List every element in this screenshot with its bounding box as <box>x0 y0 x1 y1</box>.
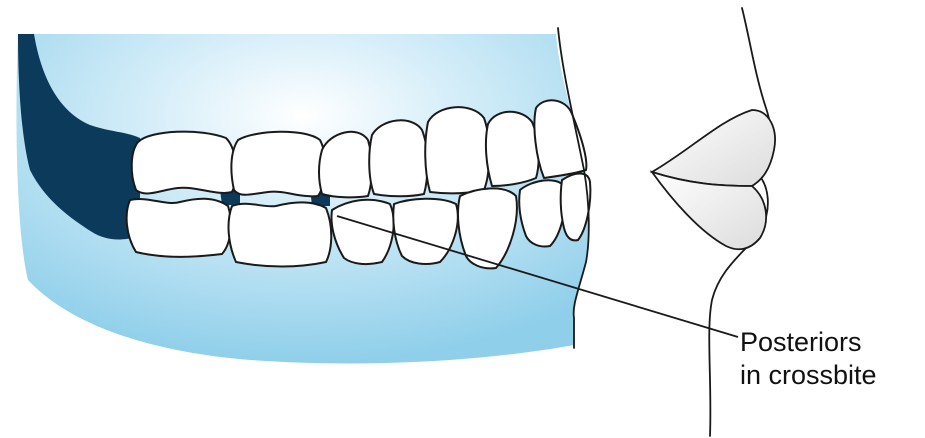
upper-molar-2 <box>231 132 325 197</box>
annotation-line-1: Posteriors <box>740 326 877 359</box>
upper-premolar-1 <box>319 132 372 197</box>
annotation-line-2: in crossbite <box>740 359 877 392</box>
annotation-label: Posteriors in crossbite <box>740 326 877 392</box>
upper-lip <box>652 110 775 186</box>
lips <box>652 110 775 249</box>
lower-molar-1 <box>127 199 231 257</box>
upper-incisor-central <box>534 100 586 178</box>
upper-premolar-2 <box>369 120 427 196</box>
upper-molar-1 <box>132 132 236 194</box>
upper-incisor-lateral <box>486 112 539 186</box>
lower-premolar-1 <box>332 200 394 264</box>
lower-molar-2 <box>229 203 332 267</box>
upper-canine <box>425 107 489 193</box>
